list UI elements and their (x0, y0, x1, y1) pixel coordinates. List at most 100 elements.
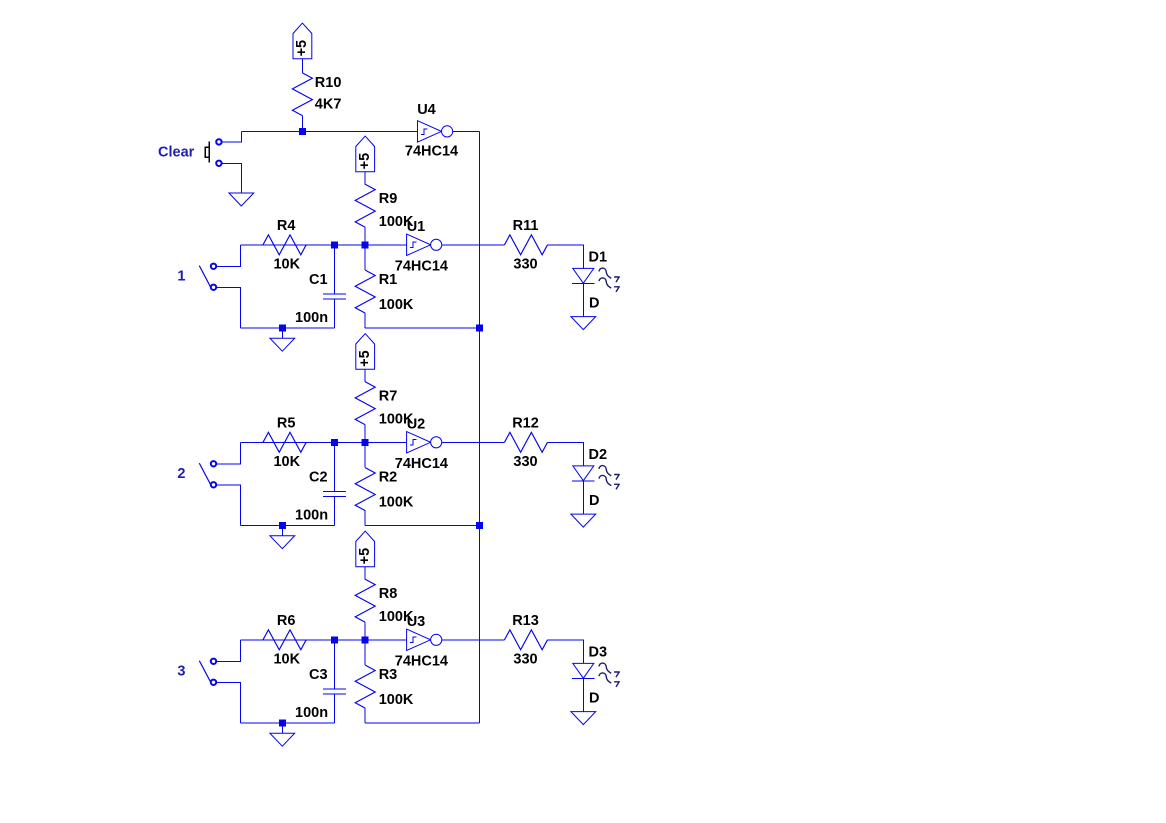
light-ray (598, 464, 612, 477)
resistor-name: R9 (379, 191, 398, 207)
power-flag-outline (355, 530, 376, 568)
inverter-triangle (417, 119, 443, 143)
resistor-value: 4K7 (315, 97, 342, 113)
led-triangle (571, 465, 595, 482)
switch-contact (209, 262, 218, 270)
resistor-zigzag (262, 431, 307, 454)
inverter-name: U2 (407, 416, 426, 432)
resistor-R3[interactable]: R3 100K (353, 639, 414, 723)
resistor-zigzag (503, 233, 549, 257)
switch-2[interactable]: 2 (177, 460, 218, 489)
led-D2[interactable]: D2D (571, 447, 620, 509)
resistor-name: R12 (512, 416, 539, 432)
switch-contact (209, 283, 218, 291)
switch-bottom-wire (217, 286, 242, 328)
resistor-name: R10 (315, 75, 342, 91)
ground-symbol (569, 711, 597, 726)
resistor-zigzag (291, 72, 314, 117)
switch-top-wire (217, 442, 242, 465)
led-type: D (589, 493, 599, 509)
switch-lever (198, 660, 211, 682)
switch-contact (209, 481, 218, 489)
light-ray (598, 474, 612, 487)
resistor-R12[interactable]: R12 330 (503, 416, 549, 471)
inverter-triangle (406, 233, 432, 257)
inverter-type: 74HC14 (405, 144, 458, 160)
junction-dot (476, 521, 483, 529)
switch-top-wire (217, 244, 242, 267)
switch-contact (215, 138, 223, 146)
inverter-type: 74HC14 (395, 258, 448, 274)
led-feed-wire (547, 639, 584, 664)
resistor-zigzag (503, 431, 549, 454)
capacitor-name: C1 (309, 272, 328, 288)
inverter-name: U3 (407, 614, 426, 630)
schmitt-icon (410, 439, 417, 446)
power-flag-outline (355, 135, 376, 173)
inverter-bubble (430, 238, 443, 251)
resistor-value: 10K (273, 256, 300, 272)
led-name: D2 (589, 447, 608, 463)
light-ray (598, 267, 612, 279)
switch-label: 2 (177, 466, 185, 482)
power-flag-plus5: +5 (292, 22, 313, 60)
stage-3: 3R610KC3100n+5R8100KR3100KU374HC14R13330… (177, 530, 620, 747)
power-flag-plus5: +5 (355, 332, 376, 370)
inverter-bubble (441, 125, 454, 138)
switch-contact (209, 460, 218, 468)
inverter-bubble (430, 436, 443, 449)
pushbutton-clear[interactable]: Clear (158, 138, 223, 168)
led-D3[interactable]: D3D (571, 645, 620, 707)
junction-dot (278, 719, 286, 727)
capacitor-value: 100n (295, 705, 328, 721)
resistor-name: R8 (379, 586, 398, 602)
ground-symbol (227, 192, 255, 207)
switch-1[interactable]: 1 (177, 262, 218, 291)
light-ray-arrowhead (614, 671, 620, 678)
light-ray-arrowhead (614, 286, 620, 293)
led-triangle (571, 267, 595, 285)
power-flag-plus5: +5 (355, 135, 376, 173)
inverter-triangle (406, 430, 432, 454)
ground-symbol (268, 732, 296, 747)
schmitt-icon (410, 636, 417, 644)
pushbutton-label: Clear (158, 145, 195, 161)
led-D1[interactable]: D1D (571, 250, 620, 312)
switch-lever (198, 462, 211, 485)
resistor-zigzag (353, 578, 377, 623)
resistor-value: 100K (379, 692, 414, 708)
power-flag-outline (292, 22, 313, 60)
light-ray-arrowhead (614, 681, 620, 688)
resistor-value: 330 (513, 454, 537, 470)
switch-lever (198, 265, 211, 287)
capacitor-name: C3 (309, 667, 328, 683)
ground-symbol (268, 535, 296, 550)
junction-dot (278, 324, 286, 332)
capacitor-C3[interactable]: C3 100n (295, 639, 346, 723)
resistor-name: R3 (379, 667, 398, 683)
led-triangle (571, 662, 595, 680)
switch-3[interactable]: 3 (177, 657, 218, 686)
inverter-triangle (406, 628, 432, 652)
resistor-zigzag (353, 664, 377, 709)
junction-dot (278, 521, 286, 529)
capacitor-value: 100n (295, 508, 328, 524)
